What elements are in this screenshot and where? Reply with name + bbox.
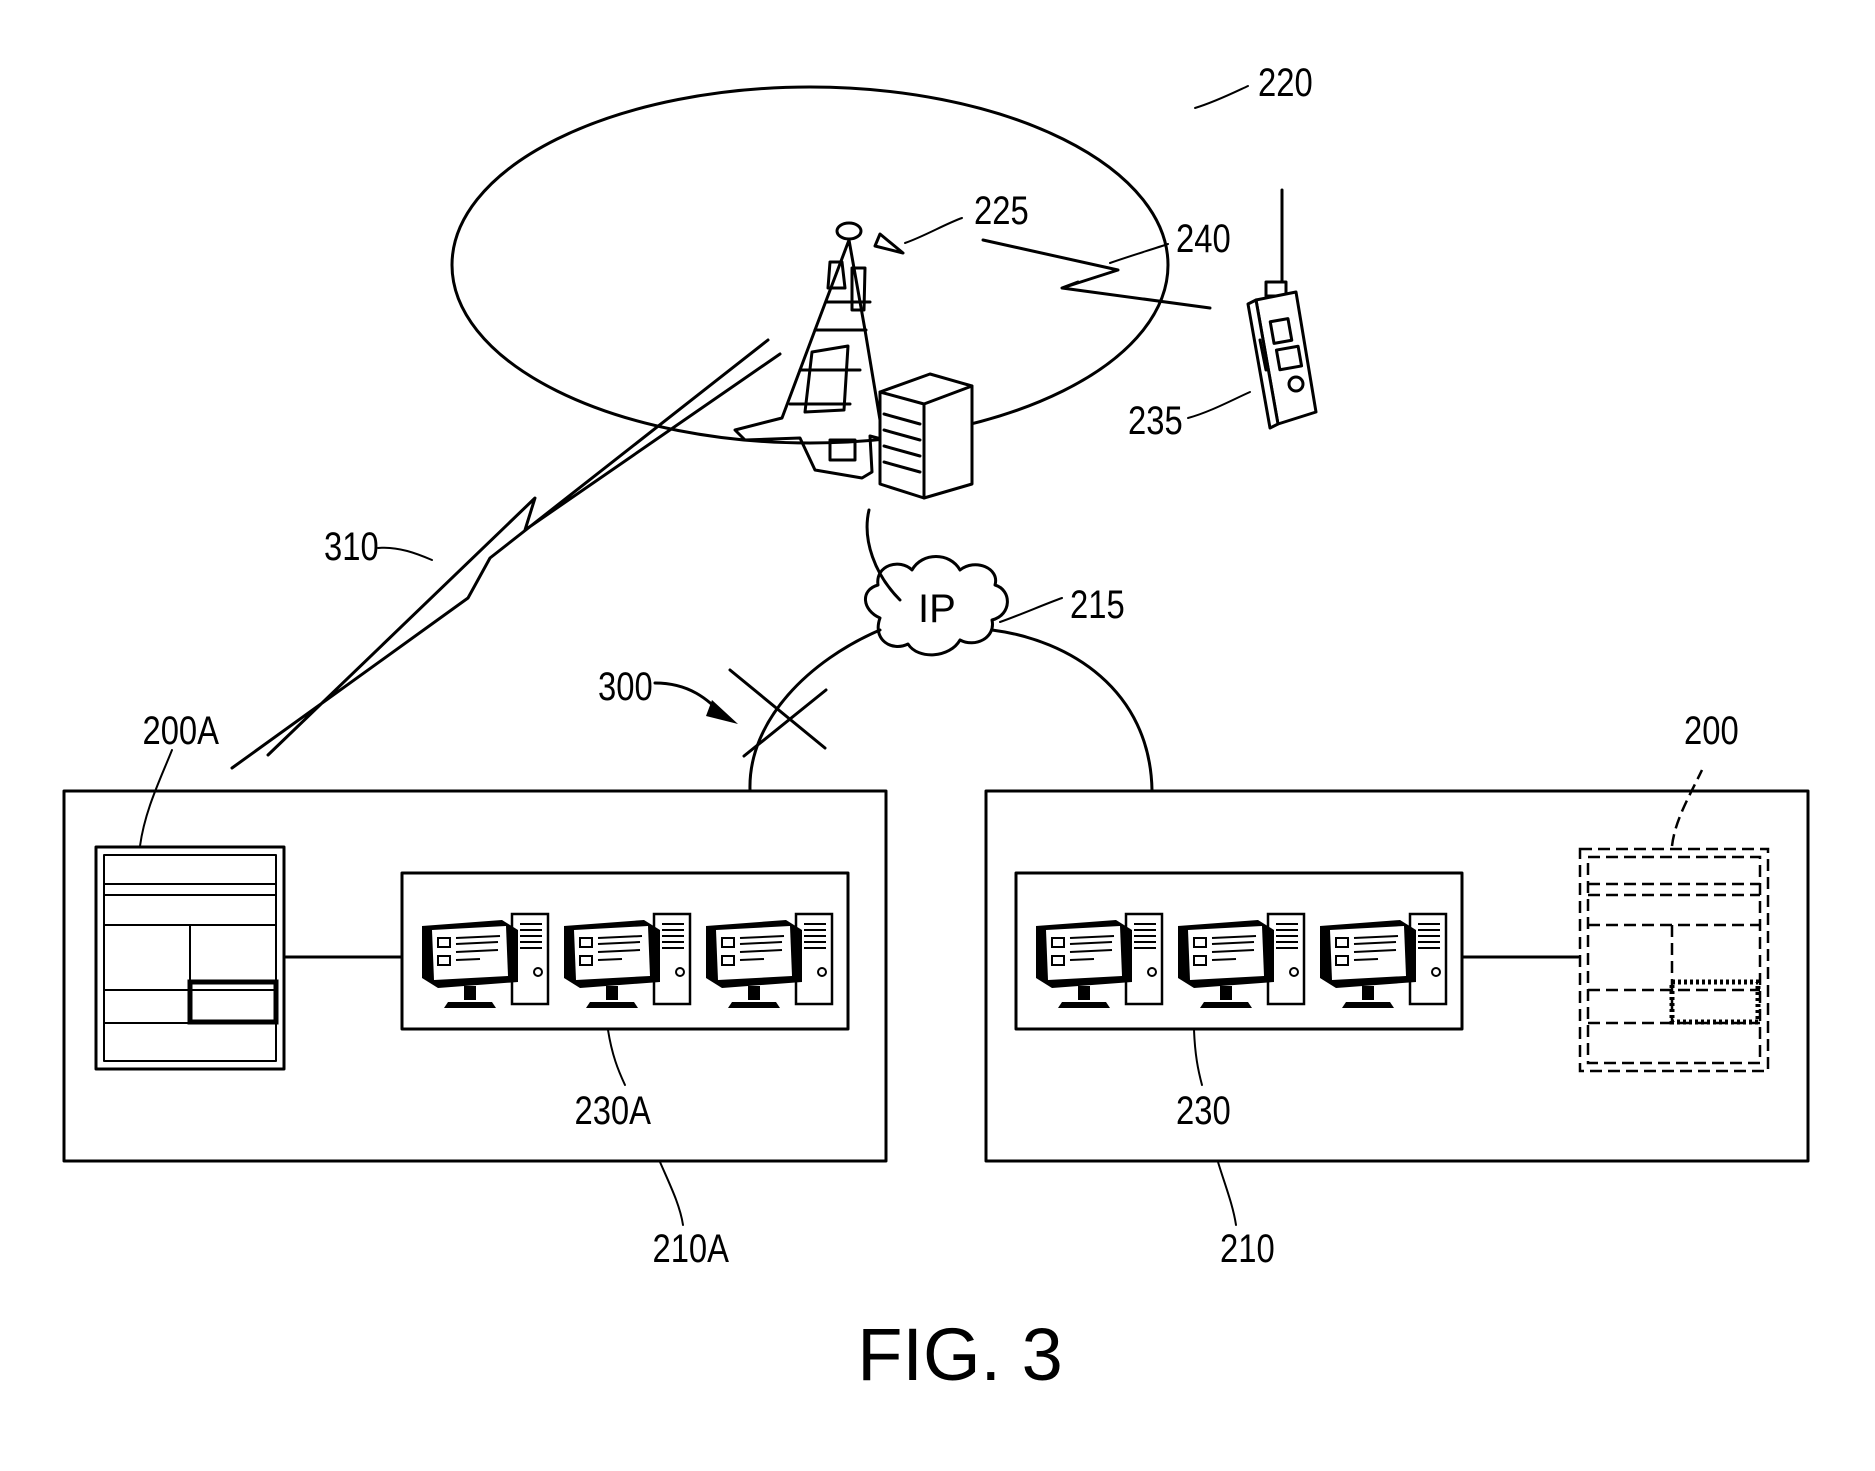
ip-cloud-label: IP xyxy=(918,587,956,631)
ref-210A: 210A xyxy=(652,1226,729,1271)
ref-300: 300 xyxy=(598,664,653,709)
ref-215: 215 xyxy=(1070,582,1125,627)
leader-225 xyxy=(905,218,962,243)
workstation-icon xyxy=(706,914,832,1008)
device-200-dashed xyxy=(1580,849,1768,1071)
leader-210 xyxy=(1218,1162,1236,1225)
ref-220: 220 xyxy=(1258,60,1313,105)
leader-200 xyxy=(1672,770,1702,846)
ref-200: 200 xyxy=(1684,708,1739,753)
ref-310: 310 xyxy=(324,524,379,569)
ref-230A: 230A xyxy=(574,1088,651,1133)
link-failure-x xyxy=(730,670,826,756)
leader-215 xyxy=(1000,598,1062,622)
workstation-icon xyxy=(564,914,690,1008)
portable-radio-icon xyxy=(1248,190,1316,428)
leader-210A xyxy=(660,1162,683,1225)
ref-240: 240 xyxy=(1176,216,1231,261)
link-ip-210 xyxy=(992,630,1152,790)
leader-235 xyxy=(1188,392,1250,418)
device-200-dashed-inner xyxy=(1588,857,1760,1063)
device-200A-highlight xyxy=(190,982,276,1022)
arrowhead-300 xyxy=(706,700,738,724)
leader-220 xyxy=(1195,86,1248,108)
server-icon xyxy=(880,374,972,498)
workstation-icon xyxy=(1320,914,1446,1008)
ref-210: 210 xyxy=(1220,1226,1275,1271)
coverage-area-ellipse xyxy=(452,87,1168,443)
ref-230: 230 xyxy=(1176,1088,1231,1133)
workstation-icon xyxy=(422,914,548,1008)
ref-200A: 200A xyxy=(142,708,219,753)
figure-caption: FIG. 3 xyxy=(857,1313,1063,1396)
leader-310 xyxy=(378,548,432,560)
workstation-icon xyxy=(1036,914,1162,1008)
arrowhead-225 xyxy=(875,234,903,253)
wireless-link-310 xyxy=(232,340,780,768)
device-200-highlight xyxy=(1672,982,1758,1022)
leader-240 xyxy=(1110,244,1168,263)
link-ip-210A xyxy=(750,630,880,790)
leader-230 xyxy=(1194,1030,1202,1085)
leader-230A xyxy=(608,1030,625,1085)
ref-225: 225 xyxy=(974,188,1029,233)
leader-200A xyxy=(140,750,172,846)
workstation-icon xyxy=(1178,914,1304,1008)
ref-235: 235 xyxy=(1128,398,1183,443)
